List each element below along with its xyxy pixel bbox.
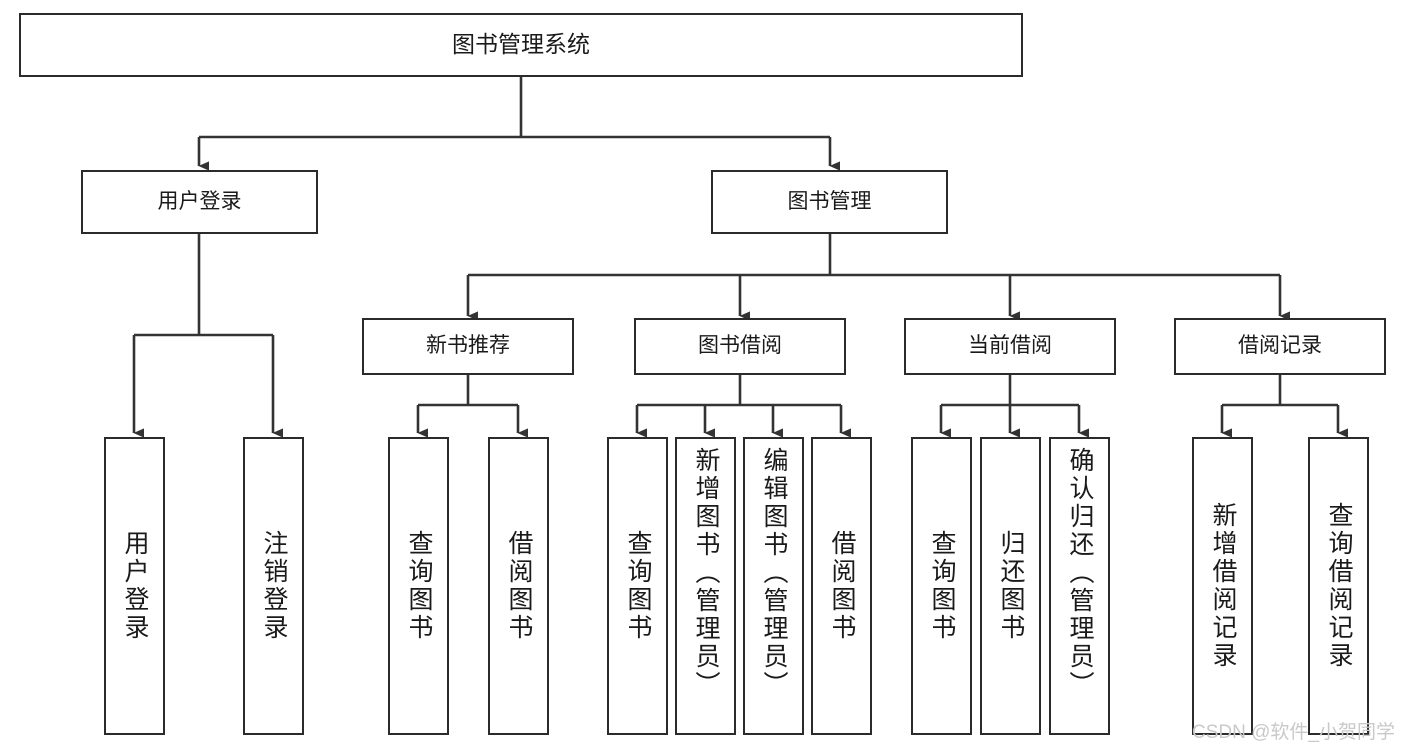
node-label: 图书管理 (787, 189, 872, 213)
node-root-book-management-system[interactable]: 图书管理系统 (19, 13, 1023, 77)
node-label: 归还图书 (997, 530, 1025, 642)
leaf-logout[interactable]: 注销登录 (243, 437, 304, 735)
node-label: 当前借阅 (968, 334, 1052, 358)
node-current-borrowing[interactable]: 当前借阅 (904, 318, 1116, 375)
node-label: 查询借阅记录 (1325, 502, 1353, 670)
leaf-query-book-borrow[interactable]: 查询图书 (607, 437, 668, 735)
leaf-borrow-book[interactable]: 借阅图书 (811, 437, 872, 735)
leaf-query-borrow-record[interactable]: 查询借阅记录 (1308, 437, 1369, 735)
node-label: 注销登录 (260, 530, 288, 642)
leaf-confirm-return-admin[interactable]: 确认归还（管理员） (1049, 437, 1110, 735)
node-label: 借阅图书 (828, 530, 856, 642)
node-label: 新增图书（管理员） (692, 447, 720, 699)
node-label: 查询图书 (928, 530, 956, 642)
node-new-book-recommendation[interactable]: 新书推荐 (362, 318, 574, 375)
node-label: 用户登录 (157, 189, 242, 213)
node-label: 查询图书 (624, 530, 652, 642)
leaf-query-book-current[interactable]: 查询图书 (911, 437, 972, 735)
node-label: 借阅记录 (1238, 334, 1322, 358)
node-borrowing-record[interactable]: 借阅记录 (1174, 318, 1386, 375)
node-label: 借阅图书 (505, 530, 533, 642)
leaf-user-login[interactable]: 用户登录 (104, 437, 165, 735)
leaf-query-book-recommend[interactable]: 查询图书 (388, 437, 449, 735)
csdn-watermark: CSDN @软件_小贺同学 (1192, 722, 1395, 743)
leaf-add-book-admin[interactable]: 新增图书（管理员） (675, 437, 736, 735)
leaf-edit-book-admin[interactable]: 编辑图书（管理员） (743, 437, 804, 735)
node-label: 查询图书 (405, 530, 433, 642)
node-label: 图书管理系统 (452, 31, 590, 58)
node-label: 图书借阅 (698, 334, 782, 358)
node-user-login[interactable]: 用户登录 (81, 170, 318, 234)
node-label: 编辑图书（管理员） (760, 447, 788, 699)
node-label: 新书推荐 (426, 334, 510, 358)
leaf-return-book[interactable]: 归还图书 (980, 437, 1041, 735)
node-label: 新增借阅记录 (1209, 502, 1237, 670)
node-book-borrowing[interactable]: 图书借阅 (634, 318, 846, 375)
node-label: 用户登录 (121, 530, 149, 642)
leaf-add-borrow-record[interactable]: 新增借阅记录 (1192, 437, 1253, 735)
node-label: 确认归还（管理员） (1066, 447, 1094, 699)
leaf-borrow-book-recommend[interactable]: 借阅图书 (488, 437, 549, 735)
node-book-management[interactable]: 图书管理 (711, 170, 948, 234)
